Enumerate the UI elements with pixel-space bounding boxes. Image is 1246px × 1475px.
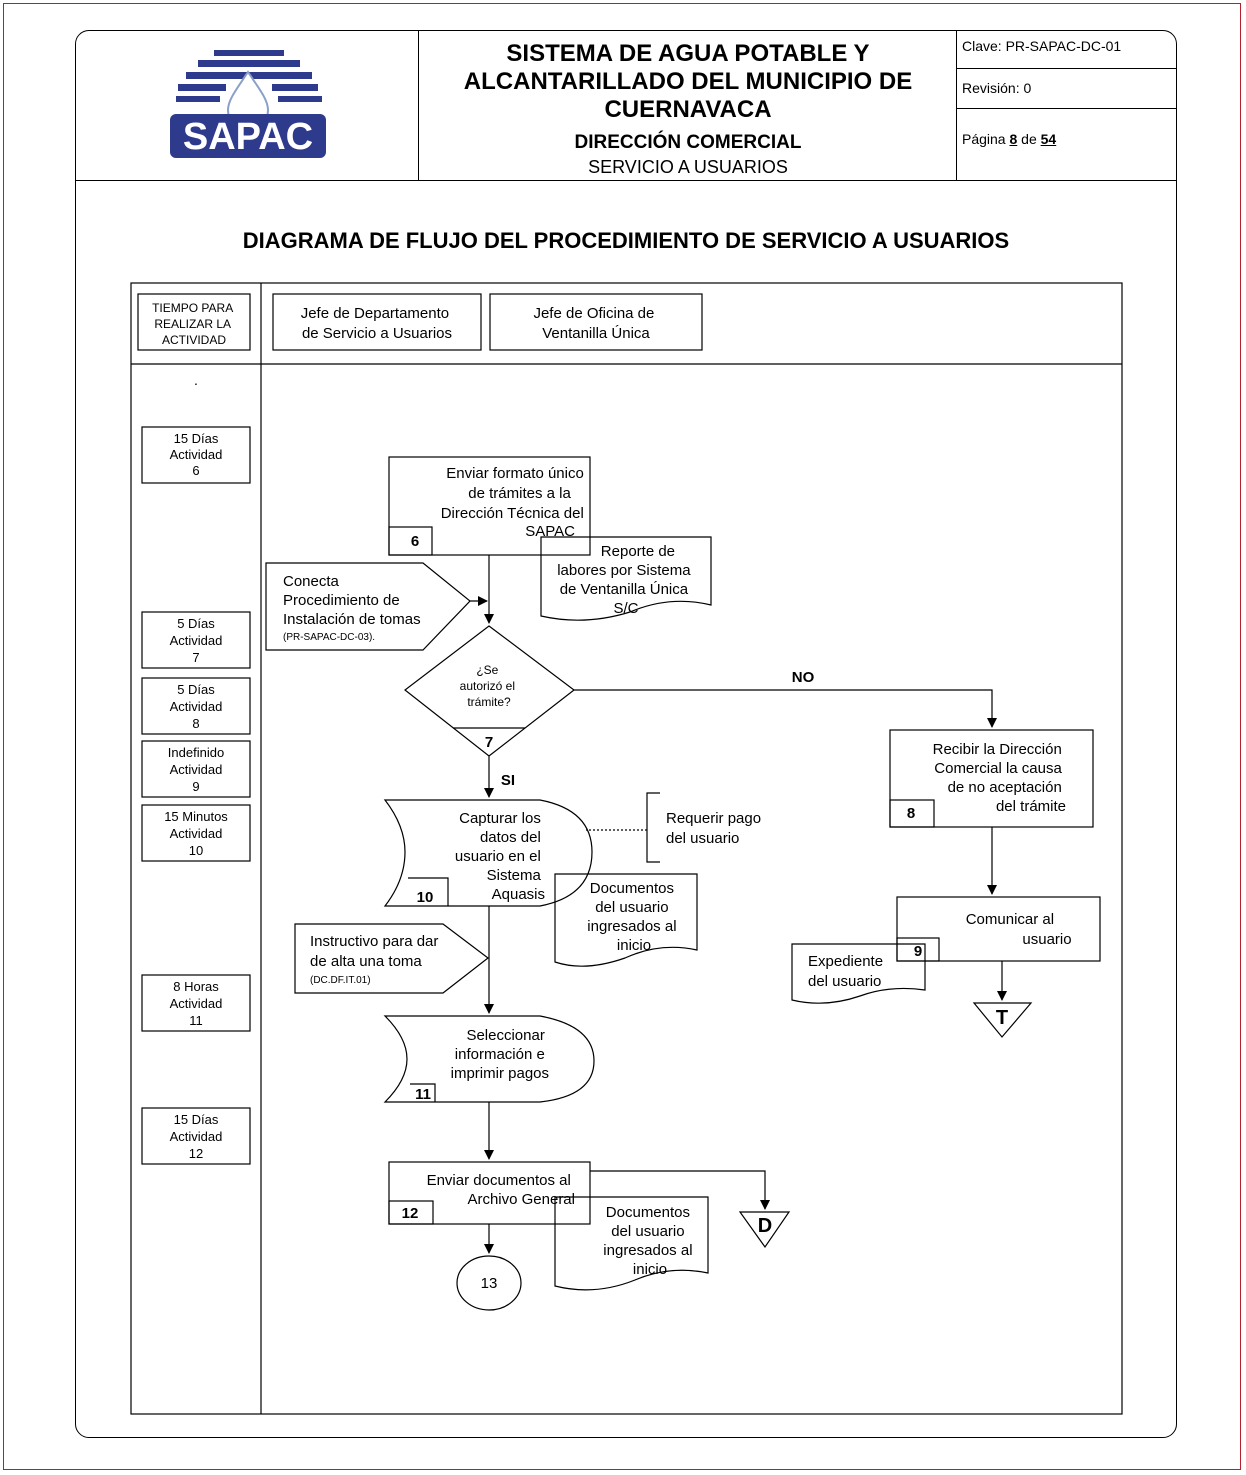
document-12 (554, 1196, 709, 1291)
process-6-number: 6 (411, 533, 419, 550)
document-6-text: Reporte de labores por Sistema de Ventan… (557, 543, 695, 617)
page-border (3, 3, 1241, 1470)
document-10-text: Documentos del usuario ingresados al ini… (587, 880, 680, 954)
display-11-num-box (410, 1083, 436, 1102)
time-box-12 (141, 1107, 251, 1165)
sapac-logo: SAPAC (170, 50, 326, 158)
annotation-10-text: Requerir pago del usuario (666, 810, 765, 847)
display-10-text: Capturar los datos del usuario en el Sis… (455, 810, 545, 903)
time-box-7 (141, 611, 251, 669)
decision-7-number: 7 (485, 734, 493, 751)
diagram-title: DIAGRAMA DE FLUJO DEL PROCEDIMIENTO DE S… (242, 228, 1010, 253)
terminator-d (738, 1211, 791, 1249)
document-9 (791, 943, 926, 1004)
display-11-text: Seleccionar información e imprimir pagos (451, 1027, 549, 1082)
lane-box-department (272, 293, 482, 351)
process-6-num-box (388, 526, 433, 556)
diagram-table (130, 282, 1123, 1415)
time-box-11 (141, 974, 251, 1032)
terminator-t-label: T (996, 1007, 1008, 1029)
page-indicator: Página 8 de 54 (962, 131, 1057, 147)
si-label: SI (501, 772, 515, 789)
terminator-d-label: D (758, 1215, 772, 1237)
display-11-number: 11 (415, 1086, 431, 1103)
display-10-number: 10 (417, 889, 434, 906)
connector-instructivo (294, 923, 489, 994)
process-12-num-box (388, 1200, 434, 1225)
lane-department-label: Jefe de Departamento de Servicio a Usuar… (301, 305, 454, 342)
connector-procedure-03-code: (PR-SAPAC-DC-03). (283, 632, 375, 643)
process-8-num-box (889, 799, 935, 828)
document-12-text: Documentos del usuario ingresados al ini… (603, 1204, 696, 1278)
process-6-text: Enviar formato único de trámites a la Di… (441, 465, 588, 540)
time-header-box (137, 293, 251, 351)
direction-title: DIRECCIÓN COMERCIAL (574, 132, 802, 153)
terminator-t (972, 1002, 1033, 1038)
meta-divider (956, 108, 1177, 109)
header-col-divider (956, 30, 957, 180)
time-box-10 (141, 804, 251, 862)
process-9-text: Comunicar al usuario (966, 911, 1072, 948)
connector-13-label: 13 (481, 1275, 498, 1292)
display-10-num-box (408, 877, 449, 906)
connector-procedure-03 (265, 562, 471, 651)
process-9-number: 9 (914, 943, 922, 960)
process-8-text: Recibir la Dirección Comercial la causa … (933, 741, 1066, 815)
time-box-6 (141, 426, 251, 484)
lane-office-label: Jefe de Oficina de Ventanilla Única (533, 305, 658, 342)
meta-divider (956, 68, 1177, 69)
document-10 (554, 873, 698, 967)
process-8-number: 8 (907, 805, 915, 822)
document-6 (540, 536, 712, 621)
dot-marker: . (194, 372, 198, 388)
service-title: SERVICIO A USUARIOS (588, 157, 788, 177)
process-9-num-box (896, 937, 940, 962)
process-12-text: Enviar documentos al Archivo General (427, 1172, 575, 1208)
process-12-number: 12 (402, 1205, 419, 1222)
time-box-8 (141, 677, 251, 735)
revision-label: Revisión: 0 (962, 80, 1032, 96)
document-frame (75, 30, 1177, 1438)
document-9-text: Expediente del usuario (808, 953, 887, 990)
decision-7-text: ¿Se autorizó el trámite? (460, 663, 519, 709)
logo-text: SAPAC (183, 116, 313, 158)
display-11 (383, 1015, 595, 1103)
time-box-9 (141, 740, 251, 798)
connector-13 (456, 1255, 522, 1311)
connector-procedure-03-text: Conecta Procedimiento de Instalación de … (283, 573, 421, 628)
annotation-10 (646, 792, 660, 863)
header-divider (75, 180, 1177, 181)
connector-instructivo-code: (DC.DF.IT.01) (310, 975, 371, 986)
process-9 (896, 896, 1101, 962)
display-10 (383, 799, 593, 907)
connector-instructivo-text: Instructivo para dar de alta una toma (310, 933, 443, 970)
lane-box-office (489, 293, 703, 351)
organization-title: SISTEMA DE AGUA POTABLE Y ALCANTARILLADO… (463, 40, 913, 123)
header-col-divider (418, 30, 419, 180)
time-header-text: TIEMPO PARA REALIZAR LA ACTIVIDAD (152, 301, 236, 347)
no-label: NO (792, 669, 815, 686)
clave-label: Clave: PR-SAPAC-DC-01 (962, 38, 1122, 54)
